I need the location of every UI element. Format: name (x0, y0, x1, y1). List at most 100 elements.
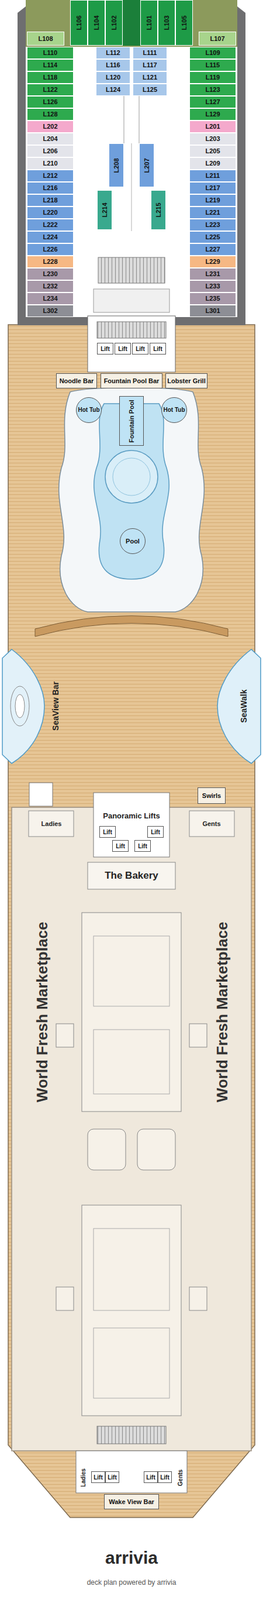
cabin-box: L106 (70, 0, 88, 46)
cabin-box: L209 (189, 157, 237, 170)
node-label: L231 (205, 270, 220, 278)
cabin-box: L206 (26, 144, 74, 158)
node-label: L215 (154, 202, 162, 217)
node-label: L101 (145, 15, 153, 30)
venue-box: Wake View Bar (104, 1492, 159, 1508)
node-label: Lift (100, 345, 110, 352)
node-label: L203 (205, 135, 220, 143)
node-label: Wake View Bar (108, 1496, 155, 1504)
node-label: L218 (42, 196, 58, 204)
brand-logo: arrivia (105, 1546, 158, 1566)
area-label: World Fresh Marketplace (213, 921, 231, 1102)
node-label: L104 (92, 15, 100, 30)
lift-box: Lift (147, 825, 164, 837)
cabin-box: L204 (26, 132, 74, 145)
node-label: Lift (153, 345, 163, 352)
node-label: L301 (205, 306, 220, 314)
node-label: Lift (102, 828, 113, 835)
node-label: L212 (42, 171, 58, 179)
cabin-box: L217 (189, 181, 237, 195)
cabin-box: L219 (189, 194, 237, 207)
venue-box: Fountain Pool Bar (100, 372, 163, 389)
cabin-box: L115 (189, 59, 237, 72)
node-label: L224 (42, 233, 58, 241)
node-label: Lift (93, 1472, 103, 1480)
node-label: L105 (180, 15, 188, 30)
node-label: L211 (205, 171, 220, 179)
node-label: L123 (205, 85, 220, 93)
cabin-box: L104 (87, 0, 106, 46)
node-label: L207 (143, 157, 151, 173)
node-label: L115 (205, 61, 220, 69)
area-label: Ladies (41, 819, 62, 827)
node-label: L210 (42, 159, 58, 167)
cabin-box: L128 (26, 108, 74, 121)
node-label: L120 (105, 73, 121, 81)
cabin-box: L114 (26, 59, 74, 72)
node-label: Lift (137, 842, 148, 849)
node-label: L108 (37, 35, 53, 43)
cabin-box: L207 (139, 143, 155, 188)
lift-box: Lift (112, 839, 129, 851)
area-label: Panoramic Lifts (102, 811, 161, 820)
node-label: Lift (150, 828, 161, 835)
cabin-box: L126 (26, 95, 74, 109)
area-label: Ladies (80, 1466, 87, 1486)
node-label: L122 (42, 85, 58, 93)
node-label: L230 (42, 270, 58, 278)
node-label: Lift (118, 345, 128, 352)
node-label: L219 (205, 196, 220, 204)
node-label: L117 (142, 61, 157, 69)
cabin-box: L125 (132, 83, 168, 96)
node-label: L128 (42, 110, 58, 118)
cabin-box: L202 (26, 120, 74, 133)
cabin-box: L234 (26, 292, 74, 305)
node-label: L226 (42, 245, 58, 253)
node-label: Lift (107, 1472, 117, 1480)
cabin-box: L302 (26, 304, 74, 317)
cabin-box: L232 (26, 279, 74, 293)
lift-box: Lift (99, 825, 116, 837)
node-label: L233 (205, 282, 220, 290)
cabin-box: L224 (26, 230, 74, 244)
node-label: Lift (135, 345, 145, 352)
lift-box: Lift (134, 839, 151, 851)
node-label: L220 (42, 208, 58, 216)
node-label: L106 (75, 15, 83, 30)
node-label: L118 (43, 73, 58, 81)
node-label: L208 (112, 157, 120, 173)
cabin-box: L230 (26, 267, 74, 280)
cabin-box: L117 (132, 59, 168, 72)
pool-circle: Hot Tub (161, 396, 188, 423)
cabin-box: L201 (189, 120, 237, 133)
cabin-box: L111 (132, 46, 168, 60)
node-label: L223 (205, 220, 220, 228)
node-label: L209 (205, 159, 220, 167)
node-label: L109 (205, 49, 220, 57)
node-label: L228 (42, 257, 58, 265)
node-label: Hot Tub (163, 406, 185, 413)
cabin-box: L208 (108, 143, 124, 188)
node-label: Pool (125, 537, 140, 545)
venue-box: Fountain Pool (119, 395, 144, 446)
cabin-box: L112 (95, 46, 131, 60)
node-label: Lobster Grill (167, 376, 206, 384)
pool-circle: Hot Tub (75, 396, 102, 423)
cabin-box: L227 (189, 243, 237, 256)
cabin-box: L218 (26, 194, 74, 207)
cabin-box: L301 (189, 304, 237, 317)
cabin-box: L225 (189, 230, 237, 244)
area-label: Gents (177, 1468, 184, 1485)
node-label: L202 (42, 122, 58, 130)
cabin-box: L223 (189, 218, 237, 231)
cabin-box: L129 (189, 108, 237, 121)
cabin-box: L229 (189, 255, 237, 268)
cabin-box: L212 (26, 169, 74, 182)
area-label: SeaWalk (239, 688, 249, 722)
lift-box: Lift (91, 1469, 106, 1482)
cabin-box: L231 (189, 267, 237, 280)
lift-box: Lift (157, 1469, 172, 1482)
cabin-box: L124 (95, 83, 131, 96)
node-label: L217 (205, 184, 220, 192)
area-label: World Fresh Marketplace (33, 921, 51, 1102)
